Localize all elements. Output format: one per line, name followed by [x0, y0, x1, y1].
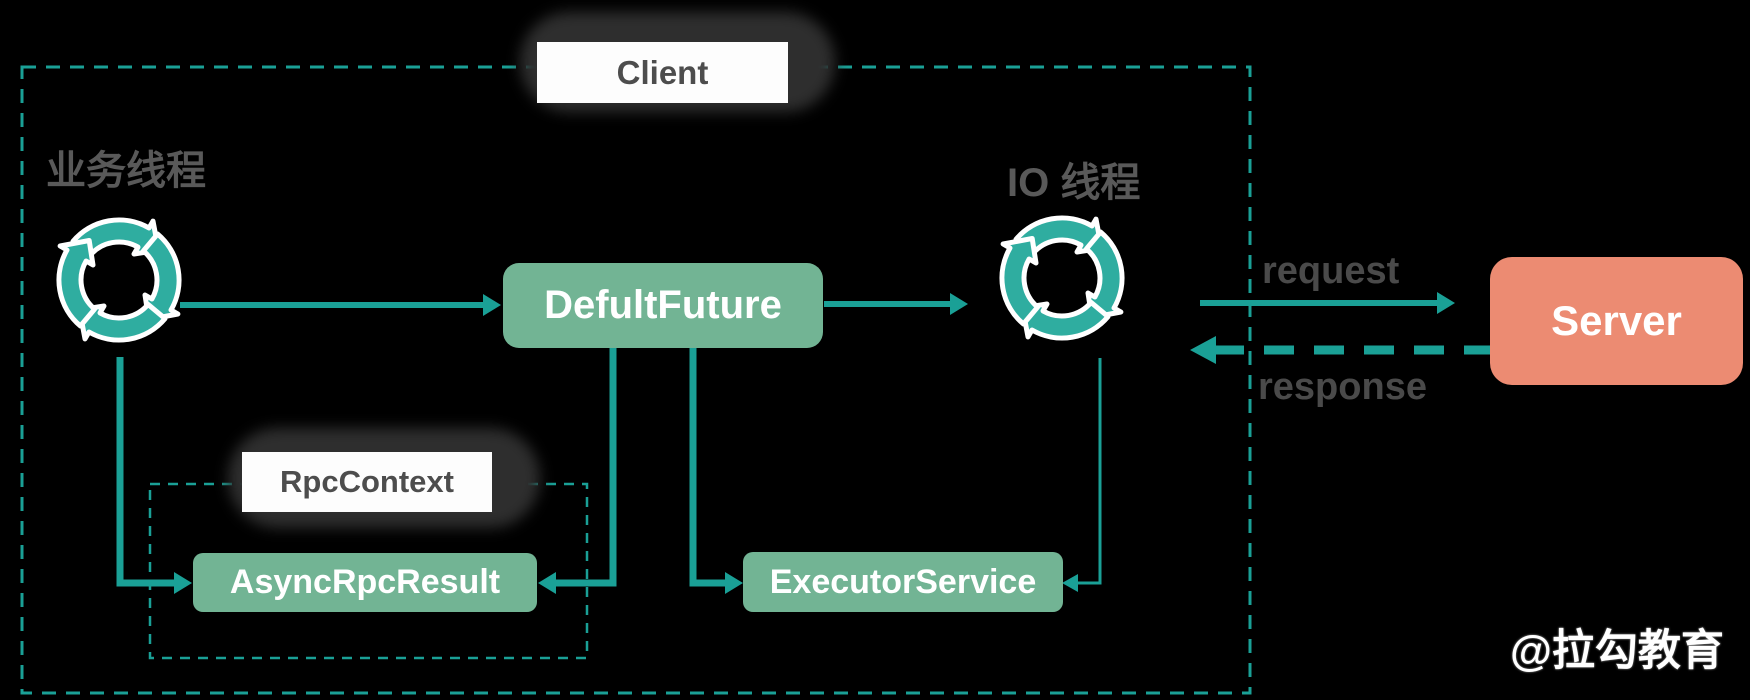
asyncrpcresult-node: AsyncRpcResult	[193, 553, 537, 612]
request-edge-label: request	[1262, 250, 1400, 292]
defultfuture-node-label: DefultFuture	[544, 283, 782, 327]
rpccontext-group-tag: RpcContext	[242, 452, 492, 512]
watermark-text: @拉勾教育	[1510, 627, 1724, 675]
arrow-request	[1200, 292, 1455, 314]
arrow-defultfuture-to-asyncrpcresult	[538, 348, 617, 594]
io-thread-loop-icon	[999, 215, 1125, 341]
business-thread-loop-icon	[56, 217, 182, 343]
executorservice-node-label: ExecutorService	[769, 562, 1037, 601]
client-group-label: Client	[616, 53, 709, 91]
defultfuture-node: DefultFuture	[503, 263, 823, 348]
business-thread-label: 业务线程	[46, 149, 206, 193]
rpccontext-group-label: RpcContext	[280, 464, 454, 499]
arrow-business-to-asyncrpcresult	[116, 357, 192, 594]
arrow-response-dashed	[1190, 336, 1490, 364]
arrow-defultfuture-to-executorservice	[689, 348, 743, 594]
io-thread-label: IO 线程	[1007, 161, 1141, 205]
response-edge-label: response	[1258, 366, 1427, 408]
executorservice-node: ExecutorService	[743, 552, 1063, 612]
arrow-defultfuture-to-io	[824, 293, 968, 315]
server-node: Server	[1490, 257, 1743, 385]
client-group-tag: Client	[537, 42, 788, 103]
arrow-business-to-defultfuture	[180, 294, 501, 316]
asyncrpcresult-node-label: AsyncRpcResult	[229, 563, 501, 601]
server-node-label: Server	[1551, 297, 1682, 344]
arrow-io-to-executorservice	[1062, 358, 1102, 592]
